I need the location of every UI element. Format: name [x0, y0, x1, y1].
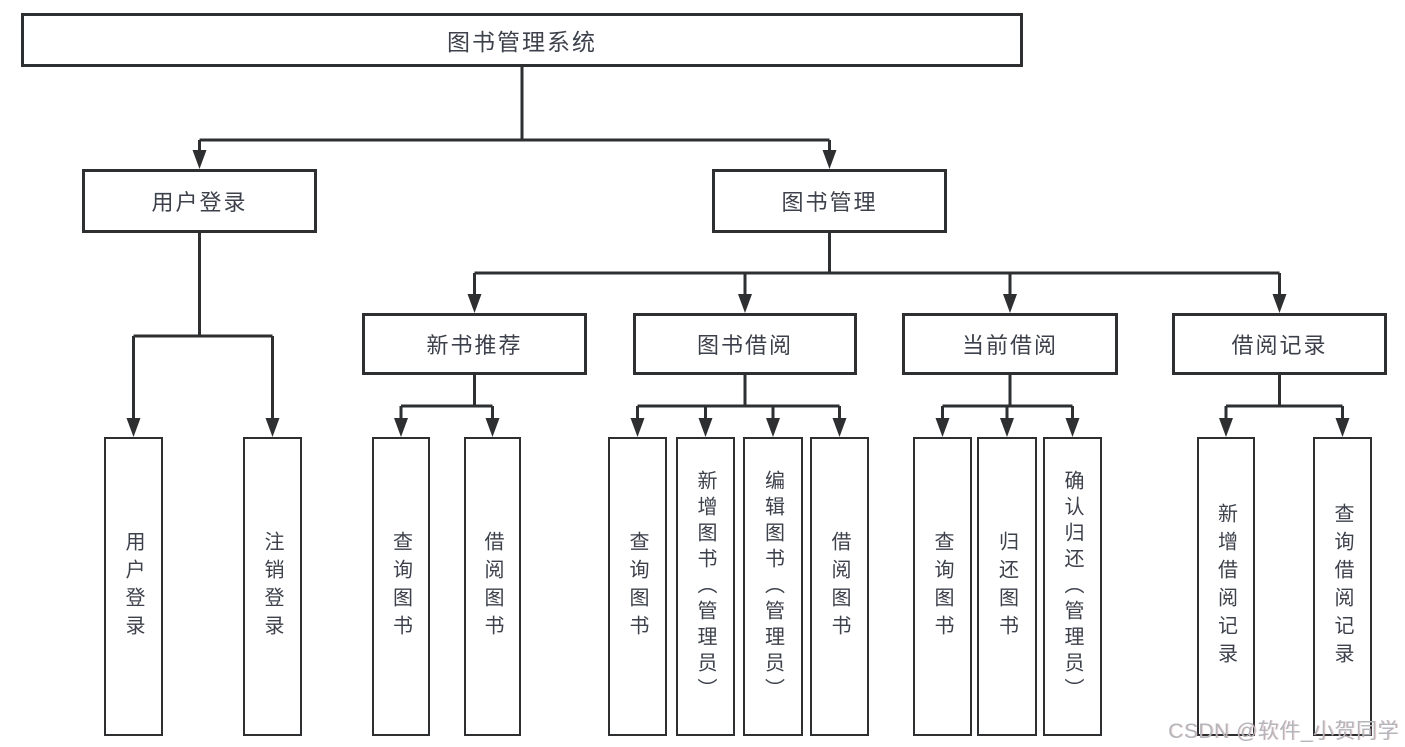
connector-new-book-rec-to-leaves	[394, 375, 500, 437]
leaf-br-add-record: 新增借阅记录	[1197, 437, 1255, 736]
leaf-br-query-record: 查询借阅记录	[1313, 437, 1372, 736]
arrowhead-down-icon	[265, 418, 280, 437]
leaf-cb-query-books: 查询图书	[913, 437, 972, 736]
leaf-nbr-query-books: 查询图书	[372, 437, 430, 736]
node-user-login: 用户登录	[82, 169, 317, 233]
leaf-cb-confirm-return-admin: 确认归还（管理员）	[1043, 437, 1102, 736]
arrowhead-down-icon	[630, 418, 645, 437]
connector-book-borrow-to-leaves	[630, 375, 847, 437]
arrowhead-down-icon	[832, 418, 847, 437]
leaf-nbr-borrow-books: 借阅图书	[464, 437, 521, 736]
leaf-bb-borrow-books: 借阅图书	[810, 437, 869, 736]
connector-root-to-level2	[192, 67, 837, 169]
leaf-bb-add-books-admin: 新增图书（管理员）	[676, 437, 735, 736]
node-book-management: 图书管理	[712, 169, 947, 233]
arrowhead-down-icon	[485, 418, 500, 437]
connector-user-login-to-leaves	[126, 233, 280, 437]
arrowhead-down-icon	[467, 294, 482, 313]
leaf-bb-query-books: 查询图书	[608, 437, 667, 736]
node-current-borrow: 当前借阅	[902, 313, 1118, 375]
arrowhead-down-icon	[1272, 294, 1287, 313]
node-book-borrow: 图书借阅	[633, 313, 857, 375]
arrowhead-down-icon	[1000, 418, 1014, 437]
connector-borrow-rec-to-leaves	[1219, 375, 1350, 437]
watermark: CSDN @软件_小贺同学	[1168, 720, 1399, 743]
node-new-book-recommend: 新书推荐	[362, 313, 587, 375]
arrowhead-down-icon	[698, 418, 713, 437]
connector-current-borrow-to-leaves	[935, 375, 1080, 437]
arrowhead-down-icon	[1219, 418, 1233, 437]
node-borrow-records: 借阅记录	[1172, 313, 1387, 375]
arrowhead-down-icon	[192, 150, 207, 169]
leaf-logout-login: 注销登录	[243, 437, 302, 736]
arrowhead-down-icon	[394, 418, 408, 437]
arrowhead-down-icon	[935, 418, 950, 437]
leaf-user-login: 用户登录	[104, 437, 163, 736]
arrowhead-down-icon	[1003, 294, 1017, 313]
arrowhead-down-icon	[126, 418, 141, 437]
leaf-cb-return-books: 归还图书	[977, 437, 1037, 736]
arrowhead-down-icon	[738, 294, 752, 313]
leaf-bb-edit-books-admin: 编辑图书（管理员）	[743, 437, 803, 736]
arrowhead-down-icon	[822, 150, 837, 169]
connector-book-mgmt-to-groups	[467, 233, 1287, 313]
arrowhead-down-icon	[766, 418, 780, 437]
arrowhead-down-icon	[1335, 418, 1350, 437]
arrowhead-down-icon	[1065, 418, 1080, 437]
node-library-management-system: 图书管理系统	[21, 13, 1023, 67]
